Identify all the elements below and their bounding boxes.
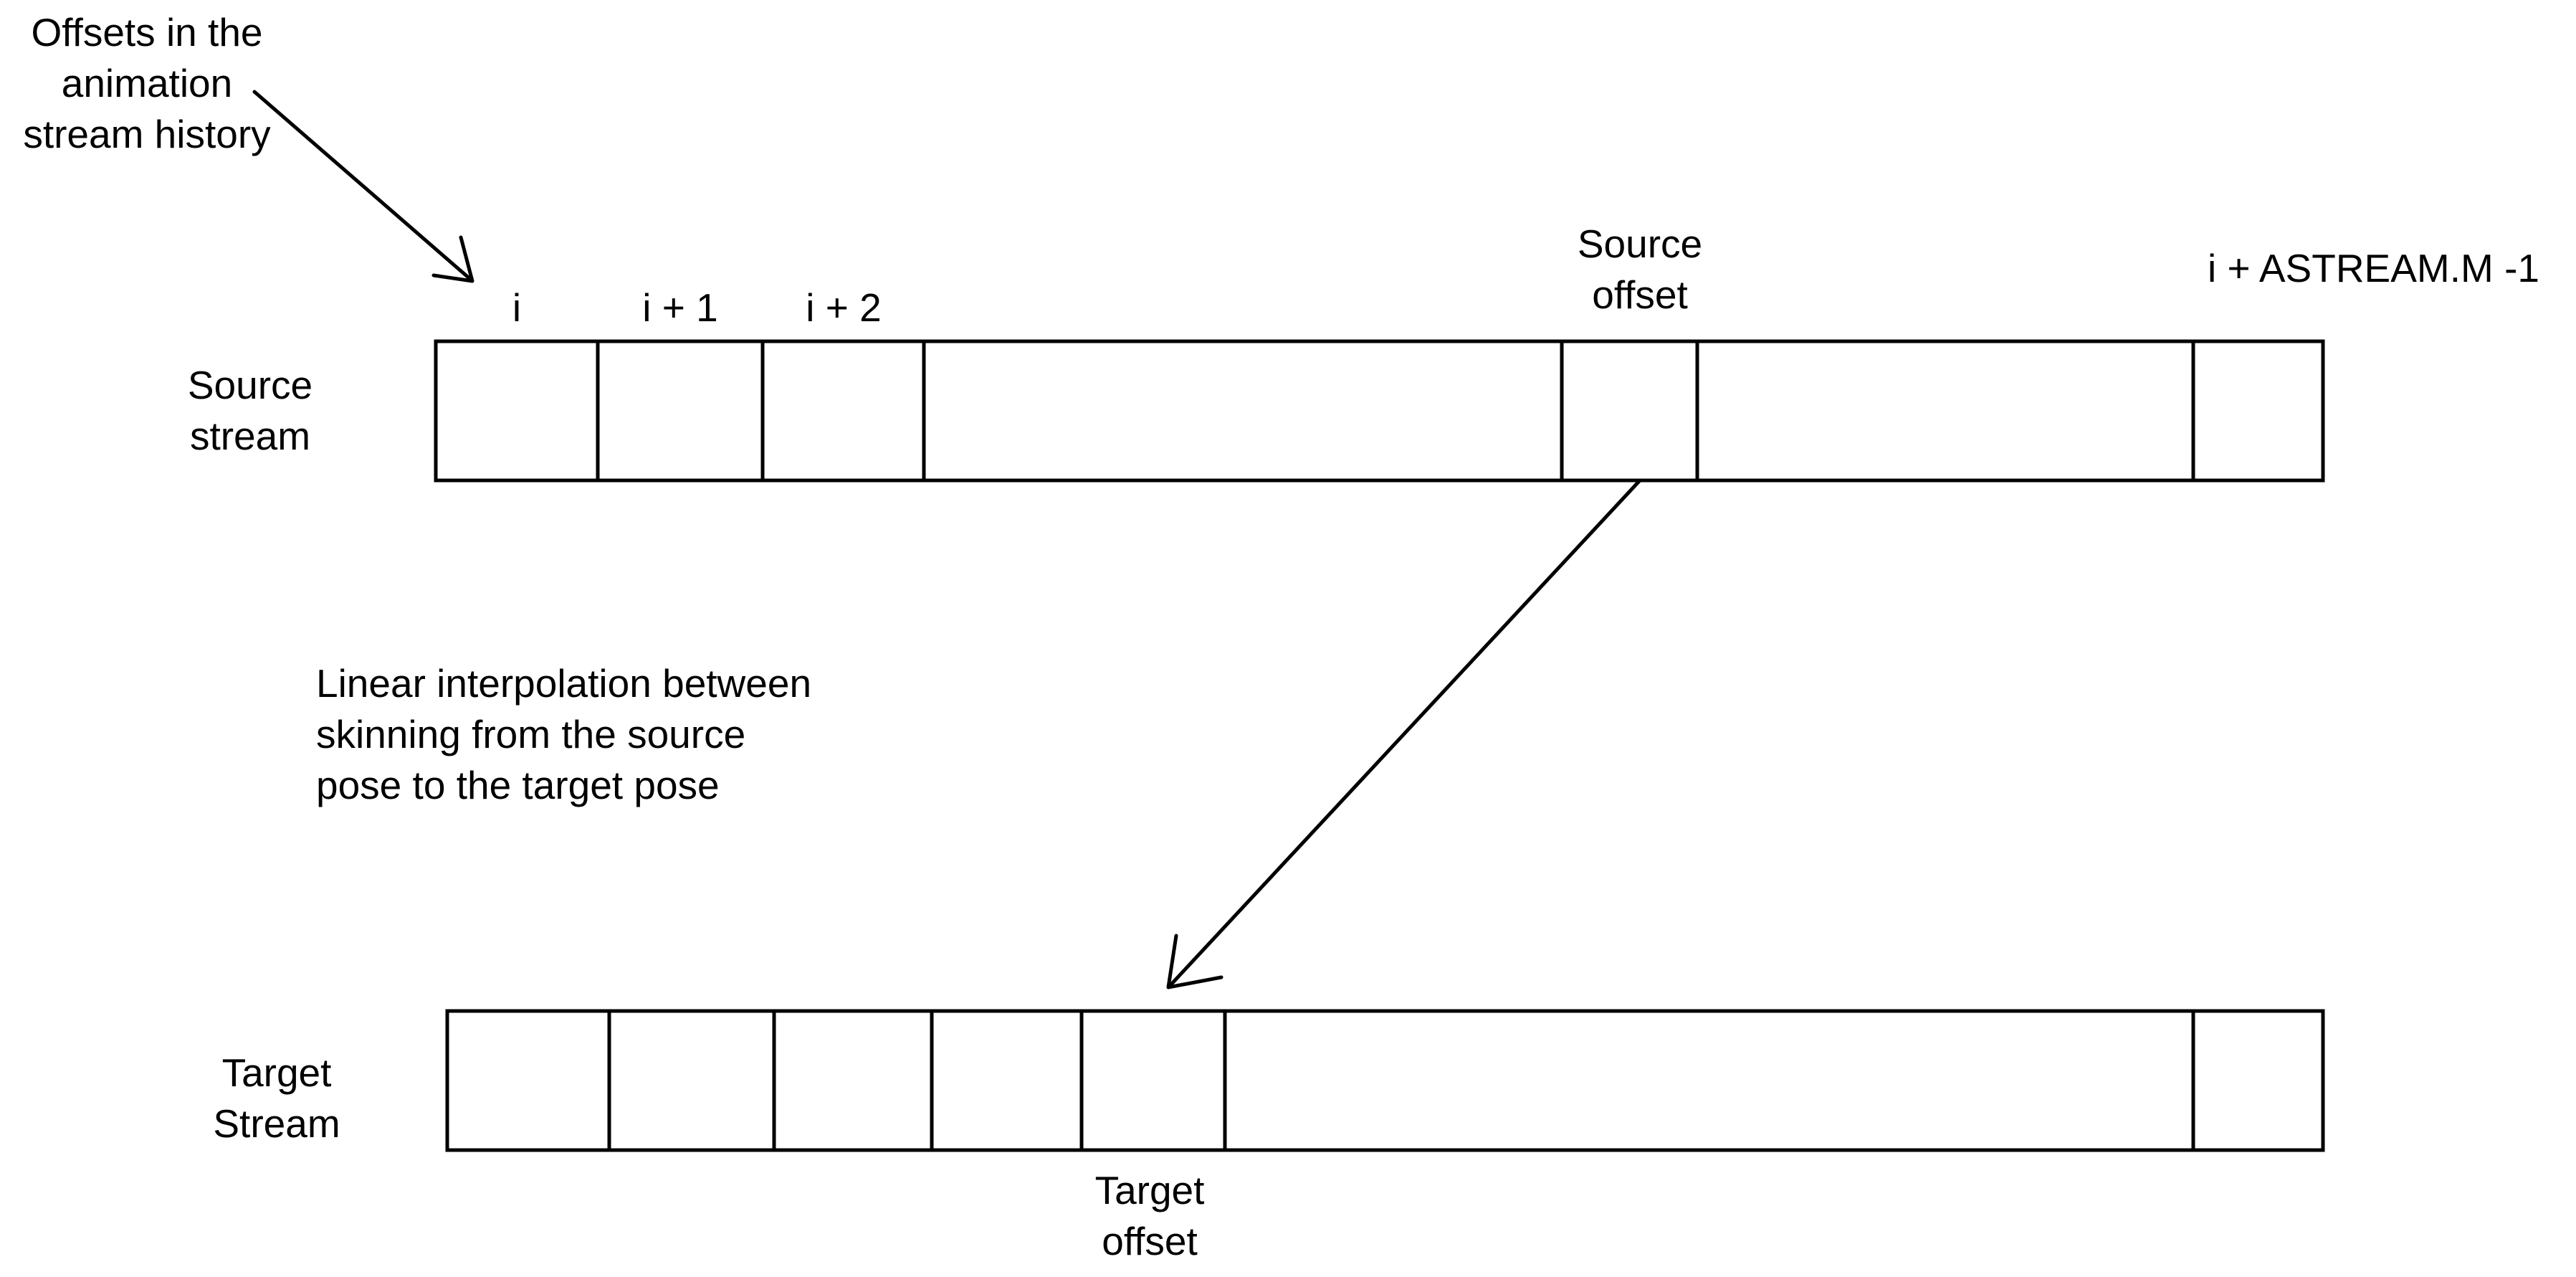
target-stream-bar (445, 1009, 2325, 1152)
target-stream-outline (445, 1009, 2325, 1152)
interpolation-arrowhead (1166, 934, 1223, 989)
source-cell-label-i: i (512, 285, 522, 330)
source-stream-label: Source stream (187, 363, 313, 458)
history-arrowhead (431, 235, 474, 283)
source-cell-label-i-plus-1: i + 1 (642, 285, 718, 330)
interpolation-arrow (1166, 478, 1642, 989)
history-annotation: Offsets in the animation stream history (23, 10, 271, 156)
source-stream-bar (434, 339, 2325, 483)
source-stream-outline (434, 339, 2325, 483)
history-arrow (252, 90, 474, 283)
target-stream-label: Target Stream (213, 1050, 340, 1146)
interpolation-note: Linear interpolation between skinning fr… (316, 661, 812, 807)
source-cell-label-i-plus-2: i + 2 (806, 285, 882, 330)
source-last-cell-label: i + ASTREAM.M -1 (2208, 246, 2540, 290)
source-offset-label: Source offset (1577, 222, 1703, 317)
target-offset-label: Target offset (1094, 1168, 1205, 1263)
